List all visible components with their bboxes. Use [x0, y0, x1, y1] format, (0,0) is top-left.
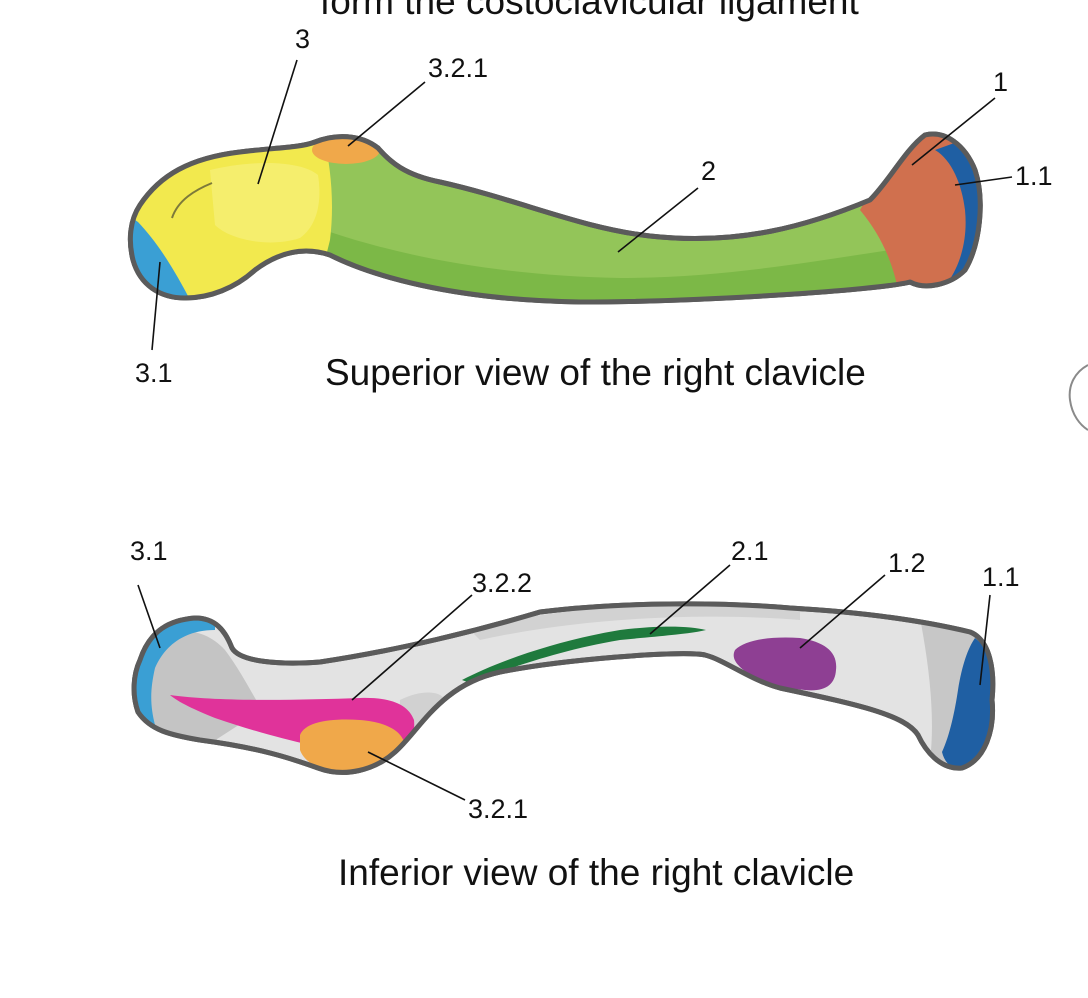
leader-1 — [911, 97, 996, 166]
label-2: 2 — [701, 156, 716, 186]
label-2-1: 2.1 — [731, 536, 769, 566]
leader-1-1-inferior — [979, 594, 991, 686]
inferior-bone-outline — [131, 601, 996, 775]
leader-3 — [257, 59, 298, 185]
superior-bone-border — [127, 131, 983, 305]
leader-1-2 — [799, 574, 886, 649]
label-3-2-1: 3.2.1 — [428, 53, 488, 83]
inferior-bone-border — [131, 601, 996, 775]
label-3-1: 3.1 — [135, 358, 173, 388]
edge-circle-fragment — [1068, 364, 1088, 431]
label-1-1-inferior: 1.1 — [982, 562, 1020, 592]
facet-1-1-inferior — [942, 638, 993, 771]
tubercle-3-2-1 — [312, 136, 380, 164]
superior-view: 3 3.2.1 1 2 1.1 3.1 Superior view of the… — [127, 24, 1053, 393]
leader-3-1-inferior — [137, 584, 161, 649]
label-3: 3 — [295, 24, 310, 54]
label-1: 1 — [993, 67, 1008, 97]
leader-1-1 — [954, 176, 1013, 186]
leader-2 — [617, 187, 699, 253]
region-3-highlight — [210, 163, 320, 243]
label-3-2-1-inferior: 3.2.1 — [468, 794, 528, 824]
leader-2-1 — [649, 564, 731, 635]
leader-3-1 — [151, 261, 161, 351]
label-3-1-inferior: 3.1 — [130, 536, 168, 566]
inferior-shade-top — [470, 603, 800, 640]
inferior-caption: Inferior view of the right clavicle — [338, 852, 854, 893]
inferior-view: 3.1 3.2.2 2.1 1.2 1.1 3.2.1 Inferior vie… — [130, 536, 1020, 893]
superior-caption: Superior view of the right clavicle — [325, 352, 866, 393]
label-1-1: 1.1 — [1015, 161, 1053, 191]
label-3-2-2: 3.2.2 — [472, 568, 532, 598]
leader-3-2-2 — [351, 594, 473, 701]
groove-2-1 — [462, 626, 706, 683]
facet-3-1-inferior — [134, 619, 215, 730]
shaft-shadow — [320, 232, 900, 300]
leader-3-2-1-inferior — [367, 751, 466, 801]
label-1-2: 1.2 — [888, 548, 926, 578]
cut-heading: form the costoclavicular ligament — [320, 0, 859, 22]
leader-3-2-1 — [347, 81, 426, 147]
region-1-2 — [733, 637, 837, 691]
acromial-crease — [171, 182, 213, 219]
